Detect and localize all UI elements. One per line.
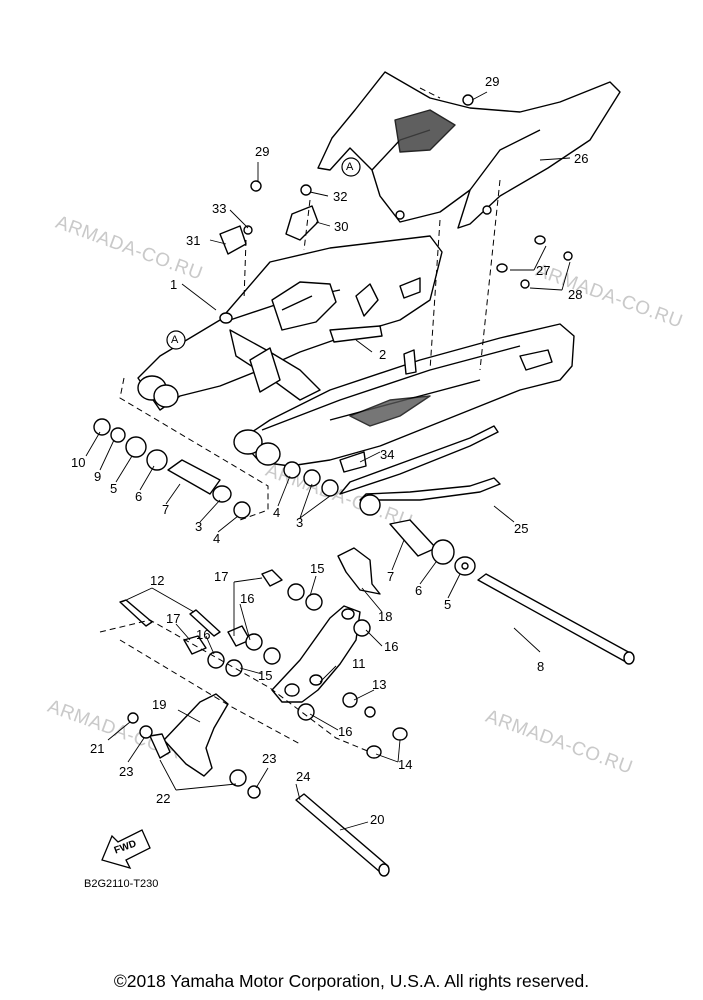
part-label: 9: [94, 469, 102, 484]
part-label: 6: [135, 489, 143, 504]
part-label: 26: [574, 151, 589, 166]
part-label: 31: [186, 233, 201, 248]
part-label: 30: [334, 219, 349, 234]
part-label: 20: [370, 812, 385, 827]
part-label: 15: [258, 668, 273, 683]
part-label: 18: [378, 609, 393, 624]
part-label: 33: [212, 201, 227, 216]
part-label: 23: [262, 751, 277, 766]
fwd-arrow: [101, 829, 151, 870]
part-label: 4: [213, 531, 221, 546]
part-label: 7: [162, 502, 170, 517]
part-label: 22: [156, 791, 171, 806]
part-label: 28: [568, 287, 583, 302]
part-label: 19: [152, 697, 167, 712]
part-label: 8: [537, 659, 545, 674]
part-label: 21: [90, 741, 105, 756]
part-label: 27: [536, 263, 551, 278]
copyright-notice: ©2018 Yamaha Motor Corporation, U.S.A. A…: [113, 971, 590, 991]
part-label: 24: [296, 769, 311, 784]
lower-bolt: [295, 793, 389, 873]
relay-arm: [271, 605, 361, 703]
part-label: 16: [196, 627, 211, 642]
part-label: 13: [372, 677, 387, 692]
part-label: 10: [71, 455, 86, 470]
part-label: 29: [255, 144, 270, 159]
part-label: 17: [166, 611, 181, 626]
part-label: 1: [170, 277, 178, 292]
swingarm-right-arm: [239, 323, 575, 467]
part-label: 15: [310, 561, 325, 576]
pivot-shaft: [477, 573, 633, 663]
part-label: 34: [380, 447, 395, 462]
part-label: 7: [387, 569, 395, 584]
part-label: 16: [384, 639, 399, 654]
part-label: 5: [110, 481, 118, 496]
part-label: 16: [338, 724, 353, 739]
part-label: 23: [119, 764, 134, 779]
part-label: 29: [485, 74, 500, 89]
part-label: 11: [352, 656, 366, 671]
connecting-rod: [163, 693, 229, 777]
part-label: 25: [514, 521, 529, 536]
part-label: 17: [214, 569, 229, 584]
callout-marker: A: [171, 334, 179, 346]
callout-marker: A: [346, 161, 354, 173]
chain-guard: [339, 425, 499, 495]
part-label: 2: [379, 347, 387, 362]
part-label: 14: [398, 757, 413, 772]
part-label: 6: [415, 583, 423, 598]
bracket: [337, 547, 381, 595]
part-label: 3: [296, 515, 304, 530]
rear-fender: [317, 71, 621, 229]
part-label: 5: [444, 597, 452, 612]
part-label: 16: [240, 591, 255, 606]
part-label: 12: [150, 573, 165, 588]
part-label: 4: [273, 505, 281, 520]
part-label: 32: [333, 189, 348, 204]
diagram-code: B2G2110-T230: [84, 878, 159, 890]
part-label: 3: [195, 519, 203, 534]
